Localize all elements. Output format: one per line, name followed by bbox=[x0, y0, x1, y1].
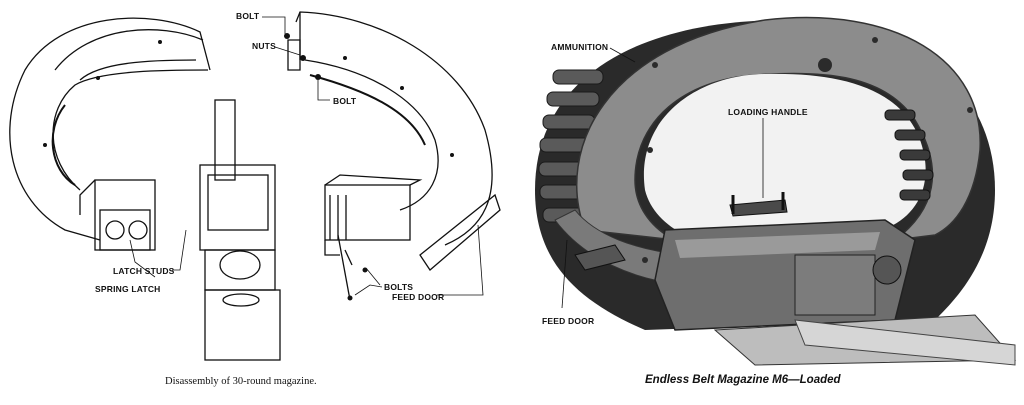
label-spring-latch: SPRING LATCH bbox=[95, 284, 161, 294]
label-nuts: NUTS bbox=[252, 41, 276, 51]
label-feed-door-right: FEED DOOR bbox=[542, 316, 595, 326]
label-feed-door-left: FEED DOOR bbox=[392, 292, 445, 302]
disassembly-line-art bbox=[9, 11, 501, 361]
magazine-photo-rendering bbox=[535, 16, 1017, 366]
label-bolts: BOLTS bbox=[384, 282, 414, 292]
disassembly-drawing: BOLT NUTS BOLT LATCH STUDS SPRING LATCH … bbox=[0, 0, 510, 405]
loaded-magazine-photo: AMMUNITION LOADING HANDLE FEED DOOR Endl… bbox=[515, 0, 1024, 405]
label-bolt-top: BOLT bbox=[236, 11, 260, 21]
label-bolt-mid: BOLT bbox=[333, 96, 357, 106]
caption-right: Endless Belt Magazine M6—Loaded bbox=[645, 374, 841, 386]
label-loading-handle: LOADING HANDLE bbox=[728, 107, 808, 117]
label-latch-studs: LATCH STUDS bbox=[113, 266, 175, 276]
label-ammunition: AMMUNITION bbox=[551, 42, 609, 52]
caption-left: Disassembly of 30-round magazine. bbox=[165, 376, 317, 387]
